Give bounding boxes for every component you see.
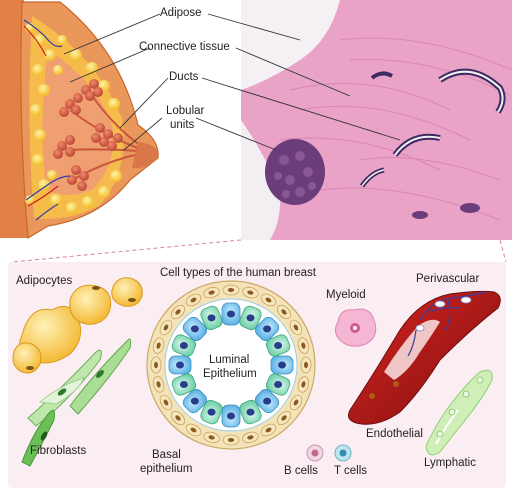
label-fibroblasts: Fibroblasts [30, 445, 86, 457]
basal-nucleus [301, 381, 306, 388]
luminal-nucleus [207, 408, 216, 416]
acinus-lumen [195, 329, 267, 401]
luminal-nucleus [179, 342, 188, 349]
panel-title: Cell types of the human breast [160, 267, 317, 279]
basal-nucleus [208, 290, 215, 295]
basal-nucleus [208, 435, 215, 440]
luminal-nucleus [263, 397, 272, 405]
luminal-nucleus [190, 325, 199, 333]
magnification-lines [11, 239, 507, 263]
blood-vessel-illustration [348, 290, 501, 425]
basal-nucleus [293, 399, 299, 406]
label-perivascular: Perivascular [416, 273, 479, 285]
luminal-nucleus [190, 397, 199, 405]
fat-globules [25, 23, 122, 214]
luminal-nucleus [274, 342, 283, 349]
basal-nucleus [175, 415, 181, 421]
basal-nucleus [156, 342, 161, 349]
panel-labels: Cell types of the human breast Adipocyte… [16, 267, 479, 477]
top-labels: Adipose Connective tissue Ducts Lobular … [63, 7, 401, 151]
breast-vessels [23, 19, 71, 221]
fibroblasts-illustration [21, 338, 132, 467]
perivascular-cells [407, 291, 487, 357]
basal-nucleus [227, 438, 235, 442]
luminal-nucleus [179, 381, 188, 388]
label-lymphatic: Lymphatic [424, 457, 476, 469]
basal-nucleus [247, 435, 254, 440]
basal-nucleus [175, 309, 181, 315]
myeloid-cell [334, 308, 377, 347]
label-adipocytes: Adipocytes [16, 275, 73, 287]
luminal-nucleus [227, 310, 235, 318]
luminal-nucleus [227, 412, 235, 420]
lymphatic-vessel-illustration [425, 369, 493, 456]
luminal-cells [168, 302, 294, 428]
basal-cells [150, 284, 312, 446]
nipple [132, 142, 159, 169]
basal-nucleus [301, 342, 306, 349]
luminal-nucleus [263, 325, 272, 333]
mammary-acinus [146, 280, 316, 450]
label-endothelial: Endothelial [366, 428, 423, 440]
label-connective-tissue: Connective tissue [139, 41, 230, 53]
lymphocytes [306, 444, 352, 462]
label-adipose: Adipose [160, 7, 202, 19]
luminal-nucleus [207, 314, 216, 322]
leader-lines [63, 13, 401, 151]
basal-nucleus [163, 324, 169, 331]
luminal-nucleus [246, 408, 255, 416]
basal-nucleus [293, 324, 299, 331]
label-lobular-line1: Lobular [166, 105, 205, 117]
basal-nucleus [304, 361, 308, 369]
label-luminal-line2: Epithelium [203, 368, 257, 380]
basal-nucleus [227, 288, 235, 292]
luminal-nucleus [176, 361, 184, 369]
basal-nucleus [265, 427, 272, 433]
label-myeloid: Myeloid [326, 289, 366, 301]
label-ducts: Ducts [169, 71, 199, 83]
label-basal-line2: epithelium [140, 463, 192, 475]
label-luminal-line1: Luminal [209, 354, 249, 366]
basal-nucleus [281, 415, 287, 421]
adipocytes-illustration [12, 277, 143, 374]
basal-nucleus [190, 297, 197, 303]
basal-nucleus [156, 381, 161, 388]
connective-region [42, 50, 114, 195]
label-b-cells: B cells [284, 465, 318, 477]
luminal-nucleus [274, 381, 283, 388]
label-t-cells: T cells [334, 465, 367, 477]
breast-illustration [0, 0, 159, 240]
basal-nucleus [163, 399, 169, 406]
lobular-units-illustration [53, 79, 123, 191]
luminal-nucleus [246, 314, 255, 322]
basal-nucleus [190, 427, 197, 433]
luminal-nucleus [278, 361, 286, 369]
basal-nucleus [281, 309, 287, 315]
basal-nucleus [265, 297, 272, 303]
basal-nucleus [154, 361, 158, 369]
label-basal-line1: Basal [152, 449, 181, 461]
label-lobular-line2: units [170, 119, 195, 131]
histology-image [241, 0, 512, 240]
basal-nucleus [247, 290, 254, 295]
